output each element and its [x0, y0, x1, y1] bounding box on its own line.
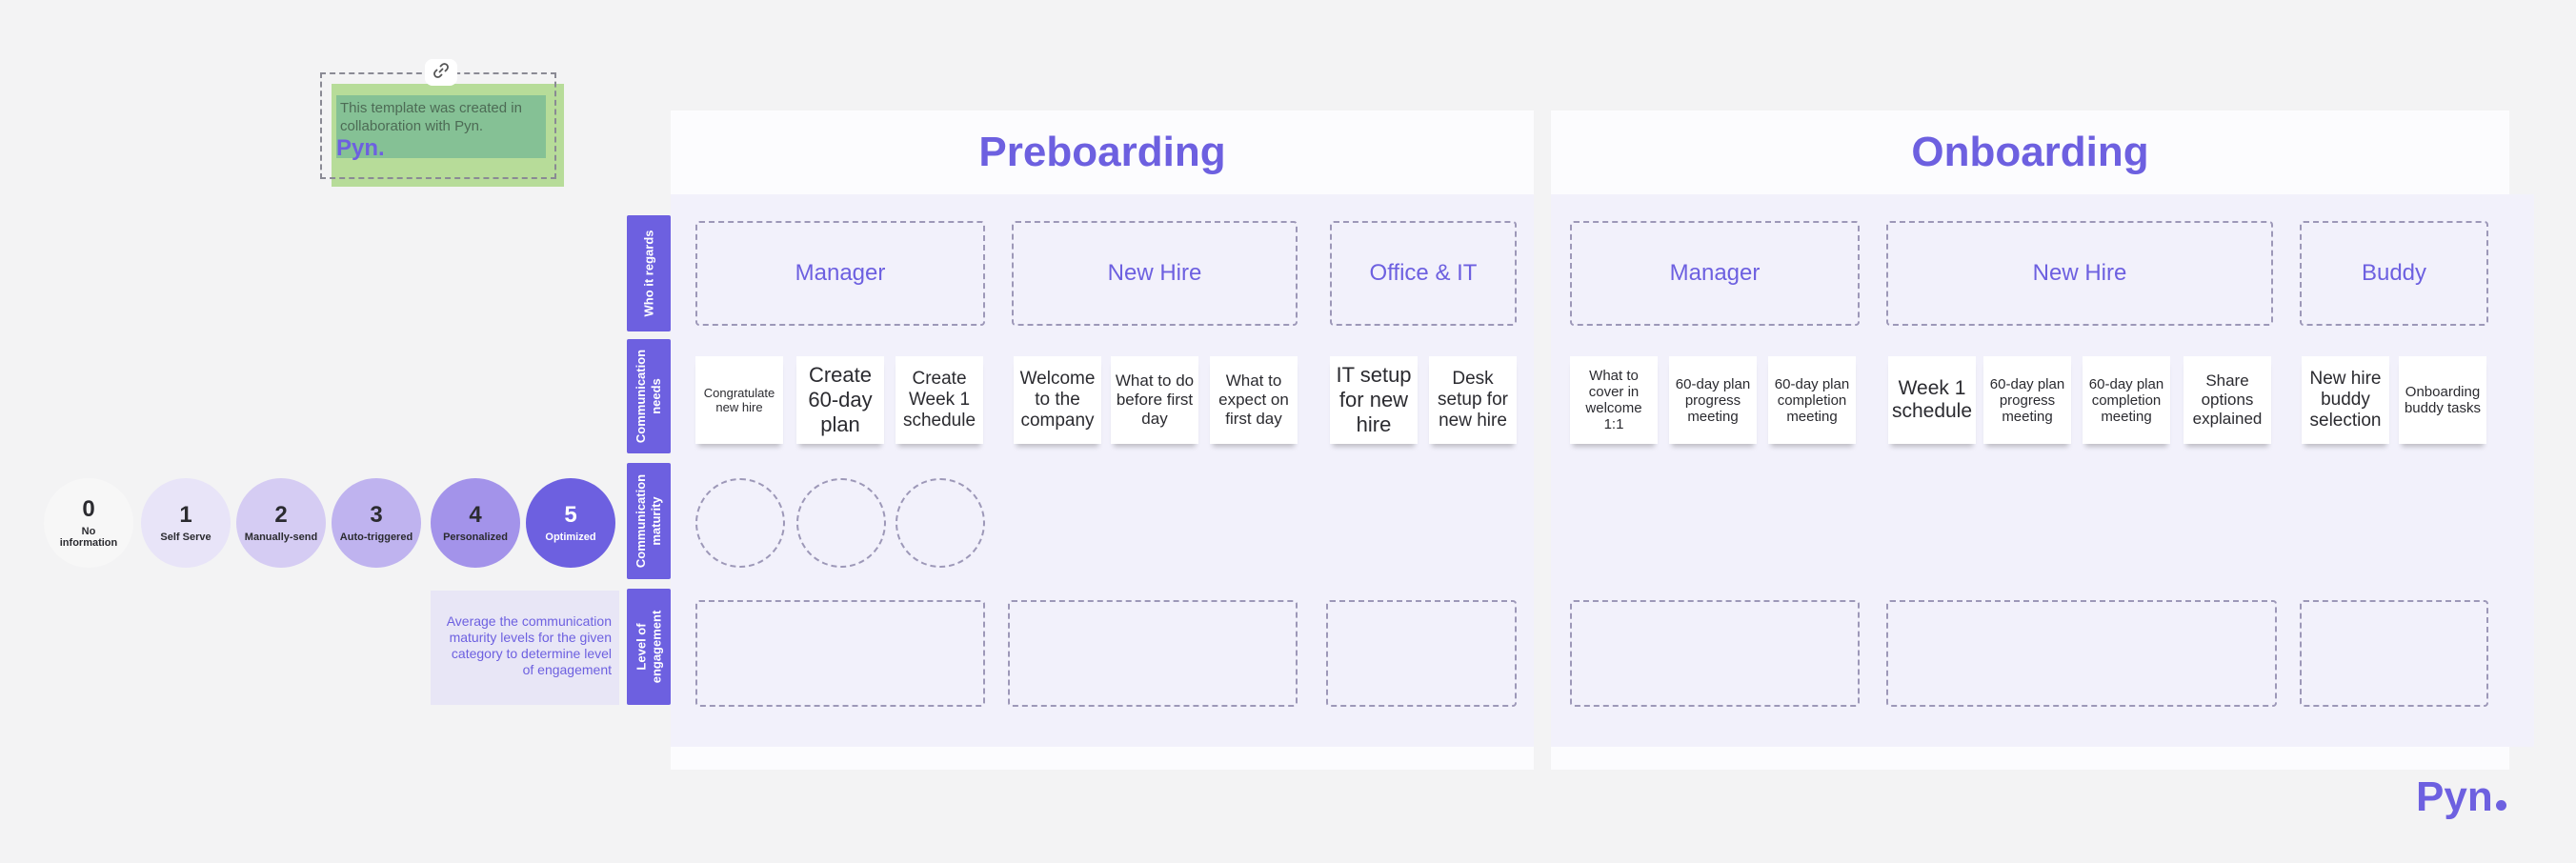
sticky-note[interactable]: What to expect on first day	[1210, 356, 1298, 444]
template-note-logo: Pyn.	[336, 135, 385, 161]
brand-logo: Pyn	[2416, 773, 2506, 821]
sticky-note[interactable]: Congratulate new hire	[695, 356, 783, 444]
sticky-note[interactable]: New hire buddy selection	[2302, 356, 2389, 444]
engagement-box[interactable]	[1570, 600, 1860, 707]
sticky-note[interactable]: Week 1 schedule	[1888, 356, 1976, 444]
onboarding-panel	[1551, 194, 2534, 747]
row-label-engagement: Level of engagement	[627, 589, 671, 705]
maturity-level-2: 2 Manually-send	[236, 478, 326, 568]
engagement-box[interactable]	[2300, 600, 2488, 707]
phase-title: Preboarding	[978, 129, 1226, 175]
group-new-hire[interactable]: New Hire	[1886, 221, 2273, 326]
group-manager[interactable]: Manager	[695, 221, 985, 326]
template-note-text: This template was created in collaborati…	[336, 95, 546, 158]
group-new-hire[interactable]: New Hire	[1012, 221, 1298, 326]
maturity-level-0: 0 No information	[44, 478, 133, 568]
phase-title: Onboarding	[1911, 129, 2149, 175]
group-office-it[interactable]: Office & IT	[1330, 221, 1517, 326]
maturity-placeholder[interactable]	[896, 478, 985, 568]
sticky-note[interactable]: Create Week 1 schedule	[896, 356, 983, 444]
brand-text: Pyn	[2416, 773, 2493, 820]
sticky-note[interactable]: What to do before first day	[1111, 356, 1198, 444]
sticky-note[interactable]: Share options explained	[2184, 356, 2271, 444]
link-button[interactable]	[425, 59, 457, 86]
sticky-note[interactable]: Desk setup for new hire	[1429, 356, 1517, 444]
engagement-box[interactable]	[1886, 600, 2277, 707]
onboarding-footer	[1551, 747, 2509, 770]
preboarding-footer	[671, 747, 1534, 770]
sticky-note[interactable]: Welcome to the company	[1014, 356, 1101, 444]
maturity-level-4: 4 Personalized	[431, 478, 520, 568]
sticky-note[interactable]: What to cover in welcome 1:1	[1570, 356, 1658, 444]
group-buddy[interactable]: Buddy	[2300, 221, 2488, 326]
row-label-needs: Communication needs	[627, 339, 671, 453]
maturity-placeholder[interactable]	[796, 478, 886, 568]
brand-dot-icon	[2495, 800, 2506, 811]
group-manager[interactable]: Manager	[1570, 221, 1860, 326]
sticky-note[interactable]: 60-day plan completion meeting	[1768, 356, 1856, 444]
maturity-level-3: 3 Auto-triggered	[332, 478, 421, 568]
row-label-maturity: Communication maturity	[627, 463, 671, 579]
link-icon	[432, 61, 451, 85]
sticky-note[interactable]: Create 60-day plan	[796, 356, 884, 444]
sticky-note[interactable]: Onboarding buddy tasks	[2399, 356, 2486, 444]
sticky-note[interactable]: 60-day plan progress meeting	[1983, 356, 2071, 444]
onboarding-header: Onboarding	[1551, 110, 2509, 194]
row-label-who: Who it regards	[627, 215, 671, 331]
preboarding-header: Preboarding	[671, 110, 1534, 194]
maturity-placeholder[interactable]	[695, 478, 785, 568]
maturity-level-1: 1 Self Serve	[141, 478, 231, 568]
engagement-box[interactable]	[1326, 600, 1517, 707]
preboarding-panel	[671, 194, 1534, 747]
average-instruction-note: Average the communication maturity level…	[431, 591, 619, 705]
sticky-note[interactable]: 60-day plan progress meeting	[1669, 356, 1757, 444]
maturity-level-5: 5 Optimized	[526, 478, 615, 568]
sticky-note[interactable]: IT setup for new hire	[1330, 356, 1418, 444]
sticky-note[interactable]: 60-day plan completion meeting	[2083, 356, 2170, 444]
engagement-box[interactable]	[1008, 600, 1298, 707]
engagement-box[interactable]	[695, 600, 985, 707]
